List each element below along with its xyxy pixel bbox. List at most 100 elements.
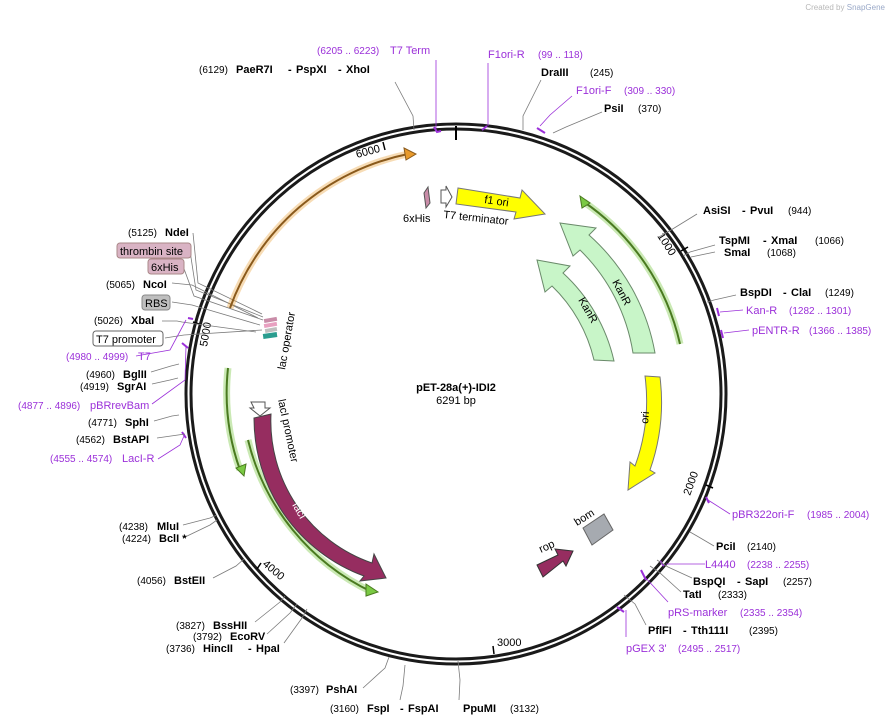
svg-text:BssHII: BssHII xyxy=(213,620,247,632)
svg-text:NdeI: NdeI xyxy=(165,227,189,239)
site-bspdi[interactable]: BspDI- ClaI(1249) xyxy=(740,287,854,299)
primer-pgex3[interactable]: pGEX 3'(2495 .. 2517) xyxy=(626,643,740,655)
laci-promoter-label: lacI promoter xyxy=(275,398,300,464)
primer-f1orir[interactable]: F1ori-R(99 .. 118) xyxy=(488,49,583,61)
primer-lacir[interactable]: (4555 .. 4574)LacI-R xyxy=(50,453,154,465)
svg-text:SphI: SphI xyxy=(125,417,149,429)
site-fspi[interactable]: (3160)FspI- FspAI xyxy=(330,703,439,715)
site-bglii[interactable]: (4960)BglII xyxy=(86,369,147,381)
primer-t7[interactable]: (4980 .. 4999)T7 xyxy=(66,351,151,363)
svg-text:pENTR-R: pENTR-R xyxy=(752,325,800,337)
feature-box-6xhis[interactable]: 6xHis xyxy=(147,258,185,275)
primer-mark-pbrrevbam xyxy=(181,342,189,349)
svg-text:(1366 .. 1385): (1366 .. 1385) xyxy=(809,326,871,337)
primer-f1orif[interactable]: F1ori-F(309 .. 330) xyxy=(576,85,675,97)
svg-text:PvuI: PvuI xyxy=(750,205,773,217)
site-smai[interactable]: SmaI(1068) xyxy=(724,247,796,259)
cds-arc-left1-head xyxy=(235,463,247,478)
site-ppumi[interactable]: PpuMI(3132) xyxy=(463,703,539,715)
primer-mark-f1orir xyxy=(481,125,488,131)
credit-brand: SnapGene xyxy=(846,3,885,12)
primer-mark-pentrr xyxy=(720,329,724,339)
svg-text:TatI: TatI xyxy=(683,589,702,601)
svg-text:(2333): (2333) xyxy=(718,590,747,601)
site-pcii[interactable]: PciI(2140) xyxy=(716,541,776,553)
site-sphi[interactable]: (4771)SphI xyxy=(88,417,149,429)
svg-text:XbaI: XbaI xyxy=(131,315,154,327)
svg-text:(6205 .. 6223): (6205 .. 6223) xyxy=(317,46,379,57)
primer-kanr[interactable]: Kan-R(1282 .. 1301) xyxy=(746,305,851,317)
site-bcli[interactable]: (4224)BclI * xyxy=(122,533,187,545)
primer-pbrrevbam[interactable]: (4877 .. 4896) pBRrevBam xyxy=(18,400,149,412)
primer-pentrr[interactable]: pENTR-R (1366 .. 1385) xyxy=(752,325,871,337)
svg-text:-: - xyxy=(742,205,746,217)
site-bstapi[interactable]: (4562) BstAPI xyxy=(76,434,149,446)
site-asisi[interactable]: AsiSI- PvuI(944) xyxy=(703,205,811,217)
svg-text:(4562): (4562) xyxy=(76,435,105,446)
svg-text:PflFI: PflFI xyxy=(648,625,672,637)
site-bspqi[interactable]: BspQI- SapI(2257) xyxy=(693,576,812,588)
site-paer7i[interactable]: (6129)PaeR7I- PspXI- XhoI xyxy=(199,64,370,76)
svg-text:FspI: FspI xyxy=(367,703,390,715)
site-draiii[interactable]: DraIII(245) xyxy=(541,67,613,79)
svg-text:pBR322ori-F: pBR322ori-F xyxy=(732,509,795,521)
site-bsteii[interactable]: (4056)BstEII xyxy=(137,575,205,587)
feature-box-rbs[interactable]: RBS xyxy=(141,294,171,311)
primer-t7term[interactable]: (6205 .. 6223)T7 Term xyxy=(317,45,430,57)
svg-text:(3160): (3160) xyxy=(330,704,359,715)
svg-text:L4440: L4440 xyxy=(705,559,736,571)
svg-text:ClaI: ClaI xyxy=(791,287,811,299)
site-pflfi[interactable]: PflFI- Tth111I(2395) xyxy=(648,625,778,637)
svg-text:(2257): (2257) xyxy=(783,577,812,588)
primer-l4440[interactable]: L4440(2238 .. 2255) xyxy=(705,559,809,571)
svg-text:PaeR7I: PaeR7I xyxy=(236,64,273,76)
site-pshai[interactable]: (3397)PshAI xyxy=(290,684,357,696)
site-ncoi[interactable]: (5065)NcoI xyxy=(106,279,167,291)
laci-feature: lacI xyxy=(253,413,387,582)
svg-text:BspQI: BspQI xyxy=(693,576,725,588)
svg-text:SgrAI: SgrAI xyxy=(117,381,146,393)
site-mlui[interactable]: (4238)MluI xyxy=(119,521,179,533)
his6-inner-label: 6xHis xyxy=(403,213,431,225)
primer-prsmarker[interactable]: pRS-marker(2335 .. 2354) xyxy=(668,607,802,619)
svg-text:(3397): (3397) xyxy=(290,685,319,696)
svg-text:T7: T7 xyxy=(138,351,151,363)
site-psii[interactable]: PsiI(370) xyxy=(604,103,661,115)
site-hincii[interactable]: (3736)HincII- HpaI xyxy=(166,643,280,655)
primer-pbr322orif[interactable]: pBR322ori-F(1985 .. 2004) xyxy=(732,509,869,521)
primer-mark-lacir xyxy=(181,431,187,439)
svg-text:Kan-R: Kan-R xyxy=(746,305,777,317)
ori-label: ori xyxy=(639,411,652,424)
site-ecorv[interactable]: (3792)EcoRV xyxy=(193,631,266,643)
svg-text:BstAPI: BstAPI xyxy=(113,434,149,446)
svg-text:(3792): (3792) xyxy=(193,632,222,643)
f1-ori-label: f1 ori xyxy=(484,194,510,209)
svg-text:TspMI: TspMI xyxy=(719,235,750,247)
svg-text:thrombin site: thrombin site xyxy=(120,246,183,258)
primer-mark-pbr322orif xyxy=(705,496,710,504)
cds-arc-left1 xyxy=(225,367,241,471)
site-xbai[interactable]: (5026)XbaI xyxy=(94,315,154,327)
site-tati[interactable]: TatI (2333) xyxy=(683,589,747,601)
credit-prefix: Created by xyxy=(805,3,845,12)
tick-5000: 5000 xyxy=(192,321,214,348)
svg-text:SmaI: SmaI xyxy=(724,247,750,259)
svg-text:BclI *: BclI * xyxy=(159,533,187,545)
svg-text:RBS: RBS xyxy=(145,298,168,310)
svg-text:PciI: PciI xyxy=(716,541,736,553)
svg-text:Tth111I: Tth111I xyxy=(691,625,728,637)
feature-box-thrombin[interactable]: thrombin site xyxy=(116,242,192,259)
site-sgrai[interactable]: (4919)SgrAI xyxy=(80,381,146,393)
svg-text:F1ori-R: F1ori-R xyxy=(488,49,525,61)
site-ndei[interactable]: (5125)NdeI xyxy=(128,227,189,239)
plasmid-name: pET-28a(+)-IDI2 xyxy=(416,382,496,394)
svg-text:pBRrevBam: pBRrevBam xyxy=(90,400,149,412)
svg-text:(4877 .. 4896): (4877 .. 4896) xyxy=(18,401,80,412)
svg-text:PspXI: PspXI xyxy=(296,64,327,76)
svg-text:(4056): (4056) xyxy=(137,576,166,587)
feature-box-t7promoter[interactable]: T7 promoter xyxy=(92,330,164,347)
site-bsshii[interactable]: (3827) BssHII xyxy=(176,620,247,632)
svg-text:HpaI: HpaI xyxy=(256,643,280,655)
site-tspmi[interactable]: TspMI- XmaI(1066) xyxy=(719,235,844,247)
svg-text:(3827): (3827) xyxy=(176,621,205,632)
